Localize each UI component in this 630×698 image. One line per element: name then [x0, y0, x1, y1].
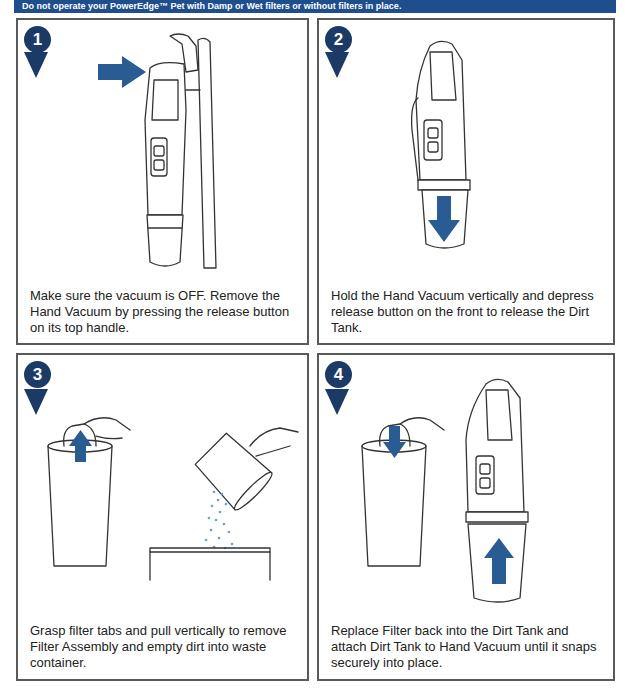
step-pointer	[24, 52, 349, 415]
direction-arrow	[428, 196, 460, 242]
direction-arrow	[383, 426, 406, 458]
direction-arrow	[69, 430, 92, 462]
dirt-tank	[362, 418, 444, 566]
step-number: 3	[24, 361, 51, 388]
instruction-text: Hold the Hand Vacuum vertically and depr…	[331, 288, 599, 336]
waste-bin	[150, 548, 270, 580]
callout-number: 4	[334, 366, 343, 383]
stick-vacuum	[145, 34, 216, 268]
step-panel: Hold the Hand Vacuum vertically and depr…	[317, 18, 615, 345]
warning-banner: Do not operate your PowerEdge™ Pet with …	[14, 0, 616, 13]
callout-number: 2	[334, 31, 343, 48]
callout-number: 3	[33, 366, 42, 383]
hand-vacuum	[412, 41, 470, 248]
instruction-text: Make sure the vacuum is OFF. Remove the …	[30, 288, 293, 336]
step-number: 1	[24, 26, 51, 53]
step-panel: Make sure the vacuum is OFF. Remove the …	[16, 18, 309, 345]
pouring-tank	[192, 428, 298, 513]
direction-arrow	[98, 56, 146, 88]
step-panel: Grasp filter tabs and pull vertically to…	[16, 353, 309, 681]
dirt-tank	[48, 418, 130, 566]
direction-arrow	[484, 538, 514, 584]
instruction-text: Replace Filter back into the Dirt Tank a…	[331, 623, 599, 671]
dirt-particles	[205, 491, 234, 550]
step-number: 4	[325, 361, 352, 388]
step-number: 2	[325, 26, 352, 53]
hand-vacuum	[466, 379, 528, 602]
instruction-text: Grasp filter tabs and pull vertically to…	[30, 623, 293, 671]
step-panel: Replace Filter back into the Dirt Tank a…	[317, 353, 615, 681]
callout-number: 1	[33, 31, 42, 48]
